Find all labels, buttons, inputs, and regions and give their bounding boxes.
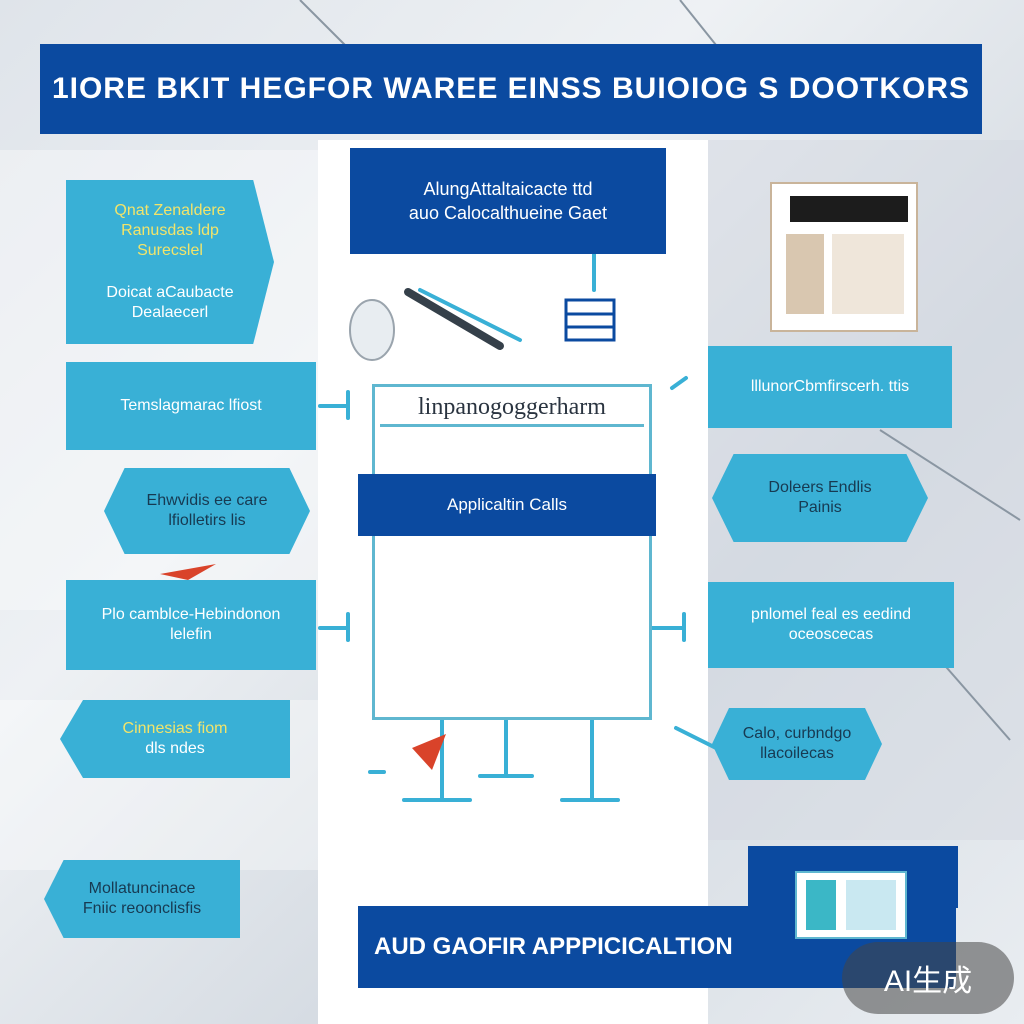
application-bar: Applicaltin Calls — [358, 474, 656, 536]
right-card-2: Doleers Endlis Painis — [712, 454, 928, 542]
left-card-5: Cinnesias fiom dls ndes — [60, 700, 290, 778]
card-line: Surecslel — [137, 242, 203, 259]
card-line: pnlomel feal es eedind — [750, 606, 912, 623]
center-title: linpanogoggerharm — [380, 390, 644, 427]
photo-strip — [790, 196, 908, 222]
card-line: Painis — [798, 499, 842, 516]
keyboard-photo — [770, 182, 918, 332]
photo-cell — [786, 234, 824, 314]
center-frame — [372, 384, 652, 720]
server-icon — [564, 298, 616, 342]
card-line: Ranusdas ldp — [121, 222, 219, 239]
bottom-right-panel — [748, 846, 958, 908]
card-line: llacoilecas — [760, 745, 834, 762]
card-line: Mollatuncinace — [88, 880, 196, 897]
top-box-line: AlungAttaltaicacte ttd — [423, 179, 593, 199]
card-line: Calo, curbndgo — [742, 725, 852, 742]
left-card-2: Temslagmarac lfiost — [66, 362, 316, 450]
top-box-line: auo Calocalthueine Gaet — [408, 203, 608, 223]
left-card-1: Qnat Zenaldere Ranusdas ldp Surecslel Do… — [66, 180, 274, 344]
card-line: oceoscecas — [788, 626, 874, 643]
page-title: 1IORE BKIT HEGFOR WAREE EINSS BUIOIOG S … — [40, 44, 982, 134]
card-line: Plo camblce-Hebindonon — [101, 606, 281, 623]
ai-generated-badge: AI生成 — [842, 942, 1014, 1014]
right-card-1: lllunorCbmfirscerh. ttis — [708, 346, 952, 428]
card-line: Fniic reoonclisfis — [82, 900, 202, 917]
card-line: Doicat aCaubacte — [106, 284, 234, 301]
left-card-3: Ehwvidis ee care lfiolletirs lis — [104, 468, 310, 554]
red-accent-icon — [160, 564, 216, 580]
red-marker-icon — [412, 734, 446, 770]
hand-tool-icon — [349, 288, 504, 361]
connector-line — [670, 376, 688, 390]
card-line: Ehwvidis ee care — [146, 492, 268, 509]
connector-line — [674, 726, 722, 752]
right-card-4: Calo, curbndgo llacoilecas — [712, 708, 882, 780]
top-process-box: AlungAttaltaicacte ttd auo Calocalthuein… — [350, 148, 666, 254]
card-line: dls ndes — [145, 740, 205, 757]
card-line: lelefin — [170, 626, 212, 643]
left-card-4: Plo camblce-Hebindonon lelefin — [66, 580, 316, 670]
card-line: lllunorCbmfirscerh. ttis — [750, 378, 910, 395]
card-line: Cinnesias fiom — [122, 720, 228, 737]
card-line: Temslagmarac lfiost — [120, 397, 262, 414]
card-line: lfiolletirs lis — [168, 512, 246, 529]
card-line: Dealaecerl — [131, 304, 209, 321]
right-card-3: pnlomel feal es eedind oceoscecas — [708, 582, 954, 668]
photo-cell — [832, 234, 904, 314]
left-card-6: Mollatuncinace Fniic reoonclisfis — [44, 860, 240, 938]
card-line: Doleers Endlis — [768, 479, 872, 496]
card-line: Qnat Zenaldere — [114, 202, 226, 219]
connector-line — [418, 288, 522, 342]
